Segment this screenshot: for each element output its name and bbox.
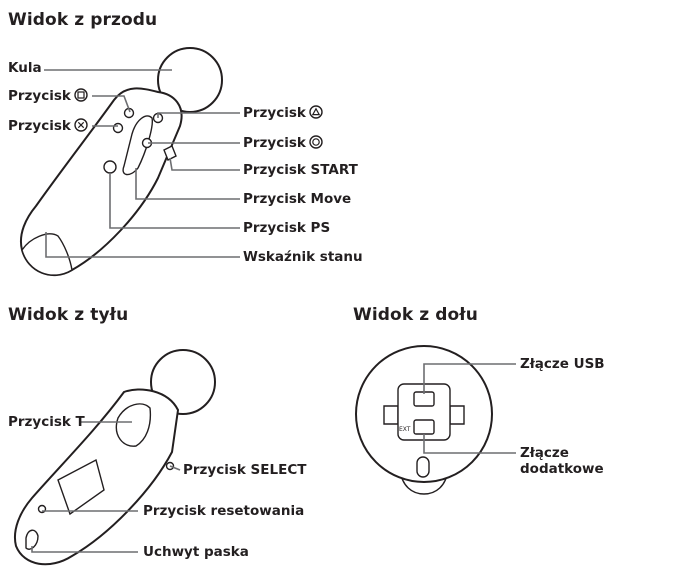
bottom-controller (355, 345, 493, 495)
leader-usb (423, 363, 516, 394)
leader-strap (31, 546, 138, 553)
bottom-slot (416, 456, 430, 478)
label-select-button: Przycisk SELECT (183, 462, 307, 478)
usb-port (413, 391, 435, 407)
front-bottom-cap (21, 233, 73, 276)
label-triangle-button: Przycisk (243, 105, 323, 121)
square-button-icon (74, 88, 88, 102)
label-reset-button: Przycisk resetowania (143, 503, 305, 519)
leader-ps (109, 173, 240, 229)
back-strap-holder (25, 529, 39, 550)
label-ps-button: Przycisk PS (243, 220, 331, 236)
bottom-view-title: Widok z dołu (353, 305, 478, 325)
label-ext-line2: dodatkowe (520, 461, 604, 477)
leader-ext (423, 434, 516, 454)
front-cross-button (112, 122, 124, 134)
front-sphere (157, 47, 223, 113)
back-controller (14, 349, 216, 566)
label-square-button: Przycisk (8, 88, 88, 104)
label-start-button: Przycisk START (243, 162, 358, 178)
ps-button-shape (103, 160, 117, 174)
label-status-indicator: Wskaźnik stanu (243, 249, 363, 265)
circle-button-icon (309, 135, 323, 149)
label-strap-holder: Uchwyt paska (143, 544, 249, 560)
label-t-button: Przycisk T (8, 414, 85, 430)
cross-button-icon (74, 118, 88, 132)
bottom-left-tab (383, 405, 399, 425)
label-ext-connector: Złącze dodatkowe (520, 445, 604, 477)
front-start-button (163, 145, 177, 161)
leader-move (135, 168, 240, 200)
leader-start (169, 157, 240, 171)
ext-marking: EXT (399, 426, 411, 433)
label-usb-connector: Złącze USB (520, 356, 605, 372)
triangle-button-icon (309, 105, 323, 119)
back-view-title: Widok z tyłu (8, 305, 129, 325)
back-panel (57, 458, 105, 516)
label-cross-button: Przycisk (8, 118, 88, 134)
label-sphere: Kula (8, 60, 42, 76)
label-ext-line1: Złącze (520, 445, 569, 461)
ext-port (413, 419, 435, 435)
label-move-button: Przycisk Move (243, 191, 352, 207)
front-controller (20, 47, 223, 277)
label-circle-button: Przycisk (243, 135, 323, 151)
front-view-title: Widok z przodu (8, 10, 158, 30)
bottom-right-tab (449, 405, 465, 425)
leader-select (169, 465, 181, 471)
leader-square (92, 95, 131, 113)
leader-triangle (157, 112, 240, 118)
leader-status (45, 232, 240, 258)
trigger-shape (115, 403, 152, 447)
